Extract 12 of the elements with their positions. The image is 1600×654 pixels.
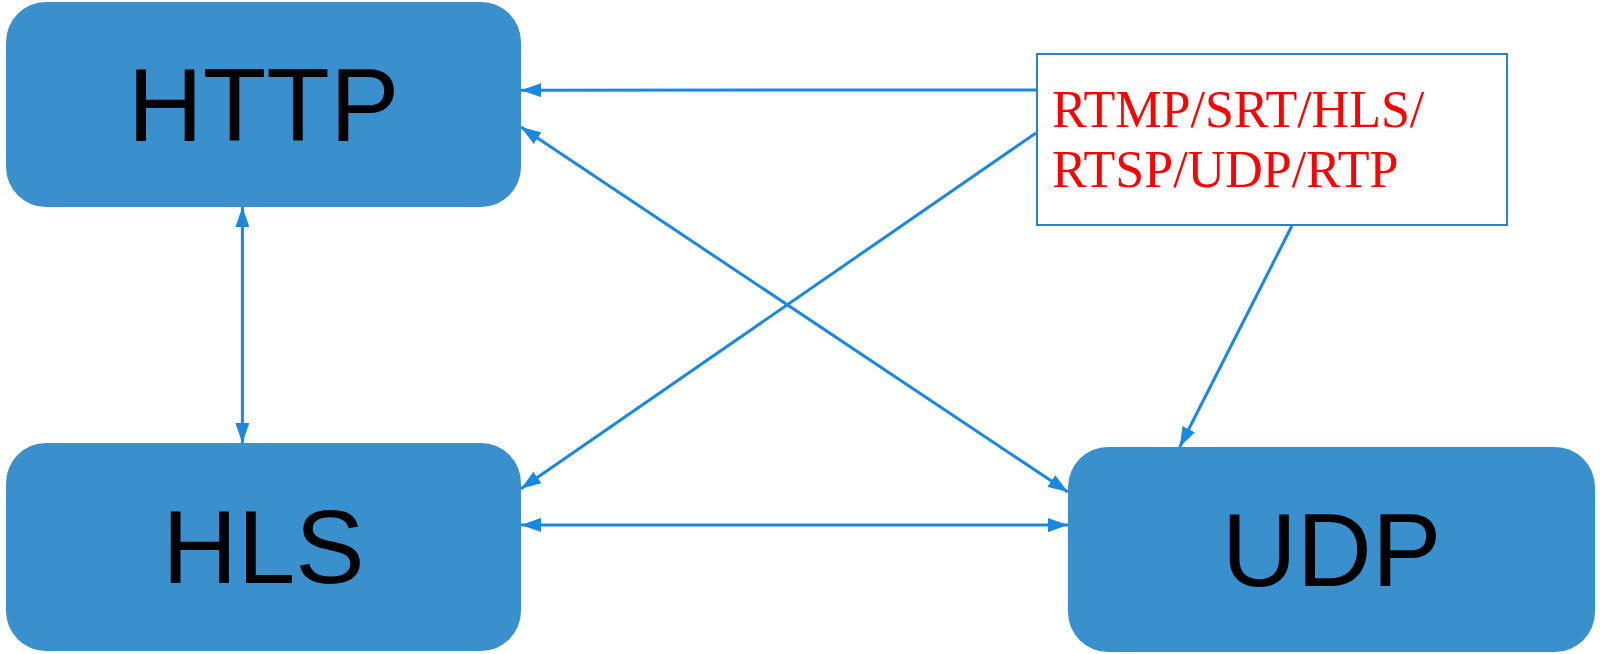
arrow (521, 83, 1036, 98)
protocol-box (6, 2, 521, 207)
arrow (235, 207, 250, 443)
arrow (1178, 225, 1294, 448)
protocol-label: HTTP (127, 52, 400, 157)
protocol-label: HLS (162, 495, 365, 599)
protocol-label: UDP (1221, 497, 1442, 602)
note-box (1036, 53, 1508, 226)
arrow (521, 517, 1068, 533)
protocol-box (1068, 447, 1595, 652)
protocol-list: RTMP/SRT/HLS/ RTSP/UDP/RTP (1052, 79, 1492, 200)
protocol-box (6, 443, 521, 651)
